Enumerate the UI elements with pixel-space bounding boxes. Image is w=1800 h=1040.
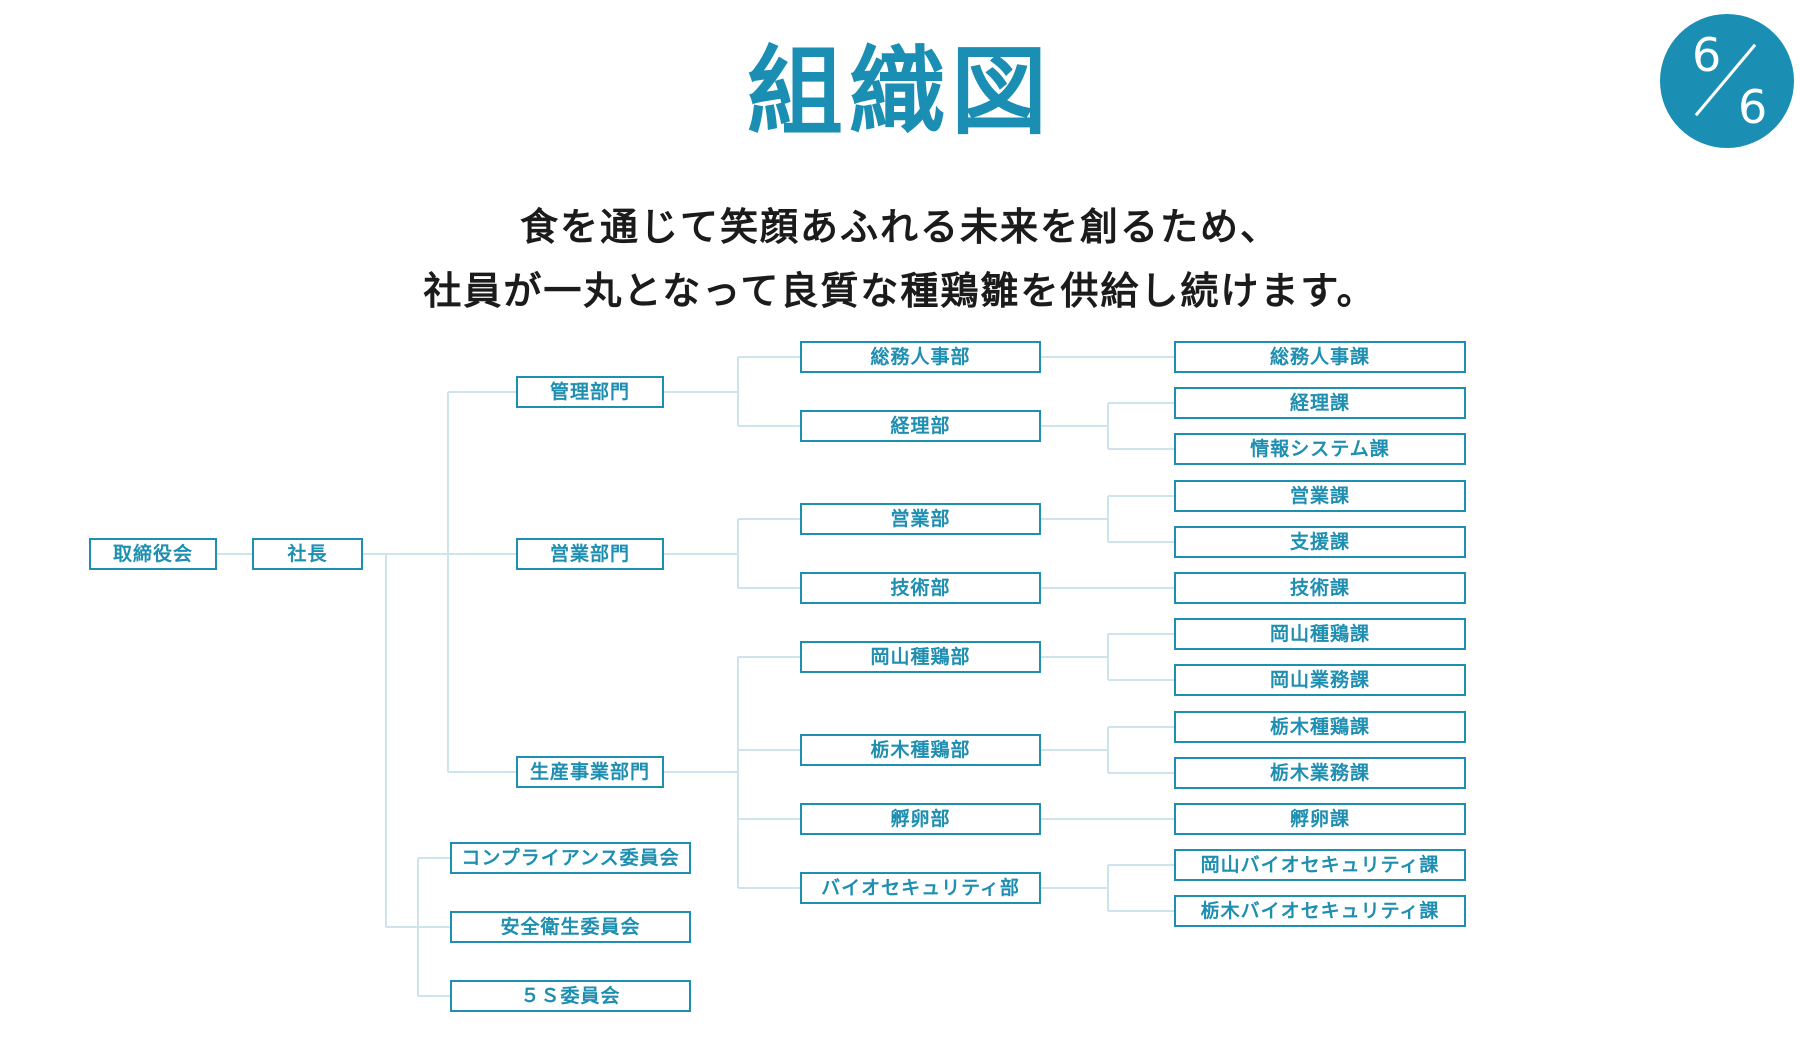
page-current: 6 bbox=[1692, 28, 1722, 82]
org-node-section: 支援課 bbox=[1174, 526, 1466, 558]
org-node-dept: 技術部 bbox=[800, 572, 1041, 604]
org-node-dept: 岡山種鶏部 bbox=[800, 641, 1041, 673]
page-total: 6 bbox=[1738, 80, 1768, 134]
org-node-section: 経理課 bbox=[1174, 387, 1466, 419]
tagline-line-1: 食を通じて笑顔あふれる未来を創るため、 bbox=[519, 205, 1280, 249]
org-node-dept: バイオセキュリティ部 bbox=[800, 872, 1041, 904]
org-node-division-sales: 営業部門 bbox=[516, 538, 664, 570]
org-node-division-admin: 管理部門 bbox=[516, 376, 664, 408]
org-node-section: 情報システム課 bbox=[1174, 433, 1466, 465]
org-node-section: 栃木バイオセキュリティ課 bbox=[1174, 895, 1466, 927]
org-node-section: 栃木種鶏課 bbox=[1174, 711, 1466, 743]
org-node-dept: 孵卵部 bbox=[800, 803, 1041, 835]
org-node-committee-safety: 安全衛生委員会 bbox=[450, 911, 691, 943]
org-node-board: 取締役会 bbox=[89, 538, 217, 570]
org-node-committee-5s: ５Ｓ委員会 bbox=[450, 980, 691, 1012]
org-node-dept: 総務人事部 bbox=[800, 341, 1041, 373]
page-indicator: 6 6 bbox=[1660, 14, 1794, 148]
org-node-division-production: 生産事業部門 bbox=[516, 756, 664, 788]
org-node-section: 岡山業務課 bbox=[1174, 664, 1466, 696]
org-node-dept: 経理部 bbox=[800, 410, 1041, 442]
org-node-committee-compliance: コンプライアンス委員会 bbox=[450, 842, 691, 874]
org-node-section: 技術課 bbox=[1174, 572, 1466, 604]
org-node-dept: 栃木種鶏部 bbox=[800, 734, 1041, 766]
org-node-section: 岡山バイオセキュリティ課 bbox=[1174, 849, 1466, 881]
org-node-section: 孵卵課 bbox=[1174, 803, 1466, 835]
org-node-president: 社長 bbox=[252, 538, 363, 570]
org-node-dept: 営業部 bbox=[800, 503, 1041, 535]
org-node-section: 栃木業務課 bbox=[1174, 757, 1466, 789]
org-node-section: 営業課 bbox=[1174, 480, 1466, 512]
org-node-section: 総務人事課 bbox=[1174, 341, 1466, 373]
org-node-section: 岡山種鶏課 bbox=[1174, 618, 1466, 650]
tagline-line-2: 社員が一丸となって良質な種鶏雛を供給し続けます。 bbox=[423, 269, 1377, 313]
page-title: 組織図 bbox=[747, 36, 1053, 148]
